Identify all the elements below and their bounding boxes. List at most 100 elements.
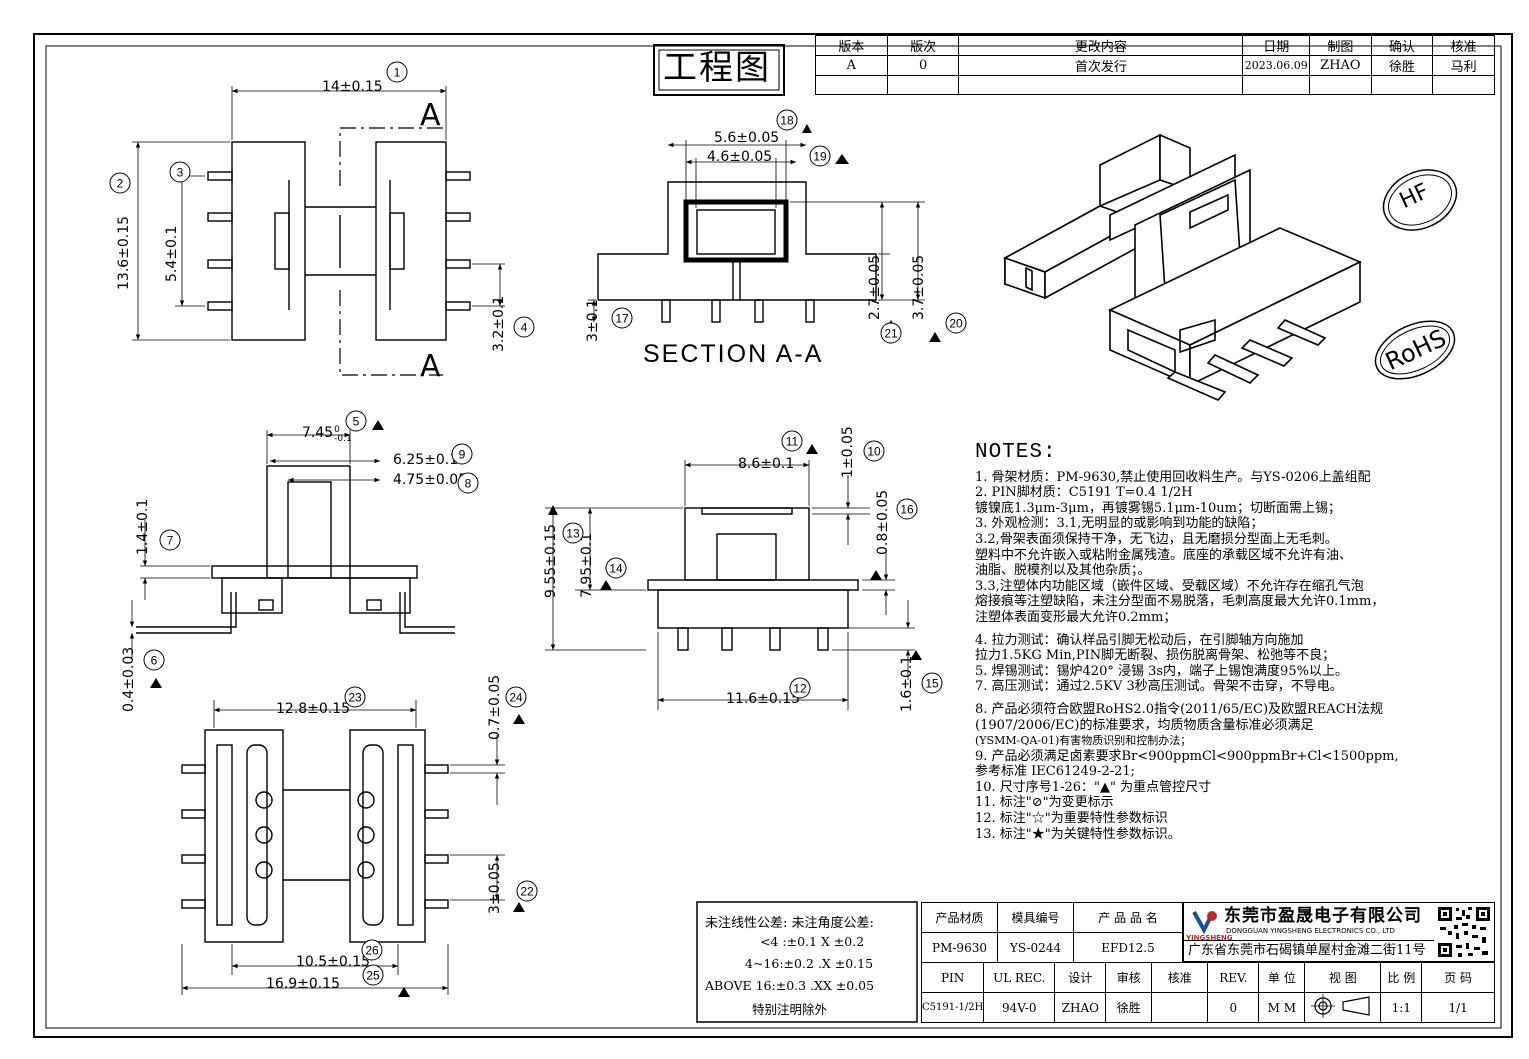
note-line: (YSMM-QA-01)有害物质识别和控制办法； [975, 734, 1192, 748]
callout-balloon-15: 15 [921, 672, 943, 694]
callout-circle [880, 322, 902, 344]
callout-circle [143, 649, 165, 671]
callout-number: 2 [117, 177, 124, 191]
title-box-frame [653, 44, 785, 96]
tol-line: 4~16:±0.2 .X ±0.15 [745, 956, 874, 971]
tb-pin: C5191-1/2H [920, 992, 985, 1023]
note-line: 10. 尺寸序号1-26："▲" 为重点管控尺寸 [975, 779, 1212, 795]
rev-approve: 马利 [1432, 55, 1495, 76]
tb-view-label: 视 图 [1304, 962, 1382, 993]
drawing-title: 工程图 [663, 48, 771, 88]
revision-table: 版本 版次 更改内容 日期 制图 确认 核准 A 0 首次发行 2023.06.… [815, 35, 1495, 95]
callout-circle [362, 964, 384, 986]
callout-number: 3 [177, 166, 184, 180]
rohs-stamp [1374, 320, 1456, 380]
callout-balloon-20: 20 [945, 312, 967, 334]
callout-number: 9 [459, 448, 466, 462]
callout-balloon-14: 14 [605, 557, 627, 579]
callout-circle [513, 316, 535, 338]
dim-bottom-inner: 10.5±0.15 [296, 954, 371, 970]
callout-number: 12 [793, 682, 807, 696]
note-line: 参考标准 IEC61249-2-21; [975, 764, 1136, 780]
note-line: 4. 拉力测试：确认样品引脚无松动后，在引脚轴方向施加 [975, 632, 1304, 648]
tb-scale: 1:1 [1380, 992, 1423, 1023]
tb-rev: 0 [1207, 992, 1260, 1023]
note-line: 塑料中不允许嵌入或粘附金属残渣。底座的承载区域不允许有油、 [975, 547, 1353, 563]
callout-number: 20 [949, 317, 963, 331]
isometric-view [1003, 133, 1362, 401]
company-address: 广东省东莞市石碣镇单屋村金滩二街11号 [1188, 943, 1426, 958]
hf-stamp [1382, 169, 1458, 231]
tb-mold: YS-0244 [997, 932, 1074, 963]
tb-ul-label: UL REC. [983, 962, 1056, 993]
note-line: 1. 骨架材质：PM-9630,禁止使用回收料生产。与YS-0206上盖组配 [975, 469, 1371, 485]
title-block-bottom: PIN UL REC. 设计 审核 核准 REV. 单 位 视 图 比 例 页 … [920, 962, 1495, 1023]
callout-number: 16 [900, 503, 914, 517]
note-line: (1907/2006/EC)的标准要求，均质物质含量标准必须满足 [975, 717, 1314, 733]
callout-number: 17 [615, 312, 629, 326]
section-mark-top: A [420, 98, 441, 133]
tol-line: ABOVE 16:±0.3 .XX ±0.05 [705, 978, 875, 993]
section-view [588, 140, 925, 323]
callout-number: 13 [566, 527, 580, 541]
dim-bottom-top: 12.8±0.15 [276, 701, 351, 717]
callout-balloon-4: 4 [513, 316, 535, 338]
callout-number: 11 [786, 435, 799, 449]
callout-circle [505, 686, 527, 708]
callout-balloon-8: 8 [457, 472, 479, 494]
dim-section-outer: 5.6±0.05 [714, 130, 780, 146]
tb-pin-label: PIN [920, 962, 985, 993]
note-line: 9. 产品必须满足卤素要求Br<900ppmCl<900ppmBr+Cl<150… [975, 748, 1399, 764]
callout-number: 1 [394, 66, 401, 80]
notes-title: NOTES: [975, 441, 1057, 464]
callout-balloon-7: 7 [159, 529, 181, 551]
callout-number: 18 [780, 114, 794, 128]
tb-ul: 94V-0 [983, 992, 1056, 1023]
callout-balloon-16: 16 [896, 498, 918, 520]
qr-code-icon [1436, 905, 1492, 959]
company-logo-icon [1192, 911, 1217, 935]
callout-circle [896, 498, 918, 520]
note-line: 12. 标注"☆"为重要特性参数标识 [975, 811, 1168, 827]
tb-review-label: 审核 [1105, 962, 1153, 993]
tb-approve-label: 核准 [1151, 962, 1209, 993]
tb-design: ZHAO [1054, 992, 1107, 1023]
rev-header-version: 版本 [815, 35, 888, 56]
rev-check: 徐胜 [1370, 55, 1434, 76]
callout-number: 10 [867, 445, 881, 459]
callout-balloon-23: 23 [344, 686, 366, 708]
callout-circle [386, 61, 408, 83]
callout-balloon-1: 1 [386, 61, 408, 83]
note-line: 3. 外观检测：3.1,无明显的或影响到功能的缺陷； [975, 516, 1264, 532]
callout-number: 4 [521, 321, 528, 335]
callout-circle [945, 312, 967, 334]
note-line: 5. 焊锡测试：锡炉420° 浸锡 3s内，端子上锡饱满度95%以上。 [975, 663, 1348, 679]
callout-circle [809, 145, 831, 167]
callout-number: 23 [348, 691, 362, 705]
callout-circle [361, 939, 383, 961]
callout-balloon-2: 2 [109, 172, 131, 194]
callout-balloon-18: 18 [776, 109, 798, 131]
callout-balloon-22: 22 [516, 880, 538, 902]
tb-review: 徐胜 [1105, 992, 1153, 1023]
note-line: 3.2,骨架表面须保持干净，无飞边，且无磨损分型面上无毛刺。 [975, 531, 1338, 547]
dim-bottom-outer: 16.9±0.15 [266, 976, 341, 992]
tb-header-mold: 模具编号 [997, 902, 1074, 933]
section-mark-bottom: A [420, 349, 441, 384]
dim-section-inner: 4.6±0.05 [707, 149, 773, 165]
callout-balloon-25: 25 [362, 964, 384, 986]
note-line: 熔接痕等注塑缺陷，未注分型面不易脱落，毛刺高度最大允许0.1mm， [975, 594, 1385, 610]
callout-number: 14 [609, 562, 623, 576]
callout-balloon-3: 3 [169, 161, 191, 183]
section-label: SECTION A-A [643, 340, 824, 368]
note-line: 3.3,注塑体内功能区域（嵌件区域、受载区域）不允许存在缩孔气泡 [975, 578, 1364, 594]
tb-unit-label: 单 位 [1258, 962, 1306, 993]
callout-circle [863, 440, 885, 462]
note-line: 油脂、脱模剂以及其他杂质；。 [975, 563, 1151, 579]
dim-side-top: 7.450-0.1 [302, 425, 352, 444]
callout-circle [451, 443, 473, 465]
company-block: YINGSHENG 东莞市盈晟电子有限公司 DONGGUAN YINGSHENG… [1183, 902, 1495, 962]
side-view [129, 430, 455, 660]
